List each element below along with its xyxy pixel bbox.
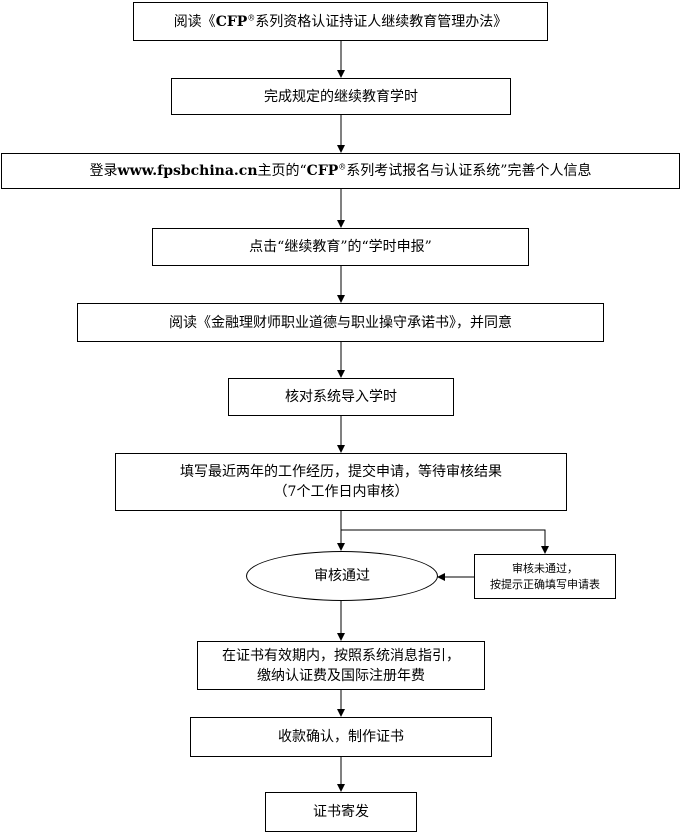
decision-text: 审核通过 [314, 568, 370, 584]
step7-box: 填写最近两年的工作经历，提交申请，等待审核结果 （7个工作日内审核） [115, 453, 567, 511]
step7-line2: （7个工作日内审核） [273, 484, 409, 500]
step1-box: 阅读《CFP®系列资格认证持证人继续教育管理办法》 [133, 2, 548, 41]
reject-box: 审核未通过， 按提示正确填写申请表 [474, 554, 616, 599]
step4-text: 点击“继续教育”的“学时申报” [249, 239, 432, 255]
reject-line1: 审核未通过， [512, 561, 578, 575]
step3-text: 登录www.fpsbchina.cn主页的“CFP®系列考试报名与认证系统”完善… [89, 162, 592, 179]
step1-text: 阅读《CFP®系列资格认证持证人继续教育管理办法》 [173, 12, 508, 30]
step3-box: 登录www.fpsbchina.cn主页的“CFP®系列考试报名与认证系统”完善… [1, 153, 680, 189]
step8-line2: 缴纳认证费及国际注册年费 [257, 667, 425, 684]
decision-ellipse: 审核通过 [246, 551, 438, 601]
step6-text: 核对系统导入学时 [285, 389, 397, 405]
step9-box: 收款确认，制作证书 [190, 717, 492, 757]
step9-text: 收款确认，制作证书 [278, 729, 404, 745]
branch-to-reject [341, 529, 549, 554]
step2-box: 完成规定的继续教育学时 [171, 78, 511, 115]
reject-line2: 按提示正确填写申请表 [490, 577, 600, 591]
step6-box: 核对系统导入学时 [228, 378, 454, 416]
step4-box: 点击“继续教育”的“学时申报” [152, 228, 529, 266]
step5-text: 阅读《金融理财师职业道德与职业操守承诺书》，并同意 [169, 314, 512, 331]
step2-text: 完成规定的继续教育学时 [264, 88, 418, 105]
step10-text: 证书寄发 [313, 804, 369, 820]
step8-line1: 在证书有效期内，按照系统消息指引， [222, 647, 460, 664]
step5-box: 阅读《金融理财师职业道德与职业操守承诺书》，并同意 [77, 303, 604, 342]
step7-line1: 填写最近两年的工作经历，提交申请，等待审核结果 [180, 464, 502, 480]
step10-box: 证书寄发 [265, 792, 417, 832]
step8-box: 在证书有效期内，按照系统消息指引， 缴纳认证费及国际注册年费 [197, 641, 485, 690]
